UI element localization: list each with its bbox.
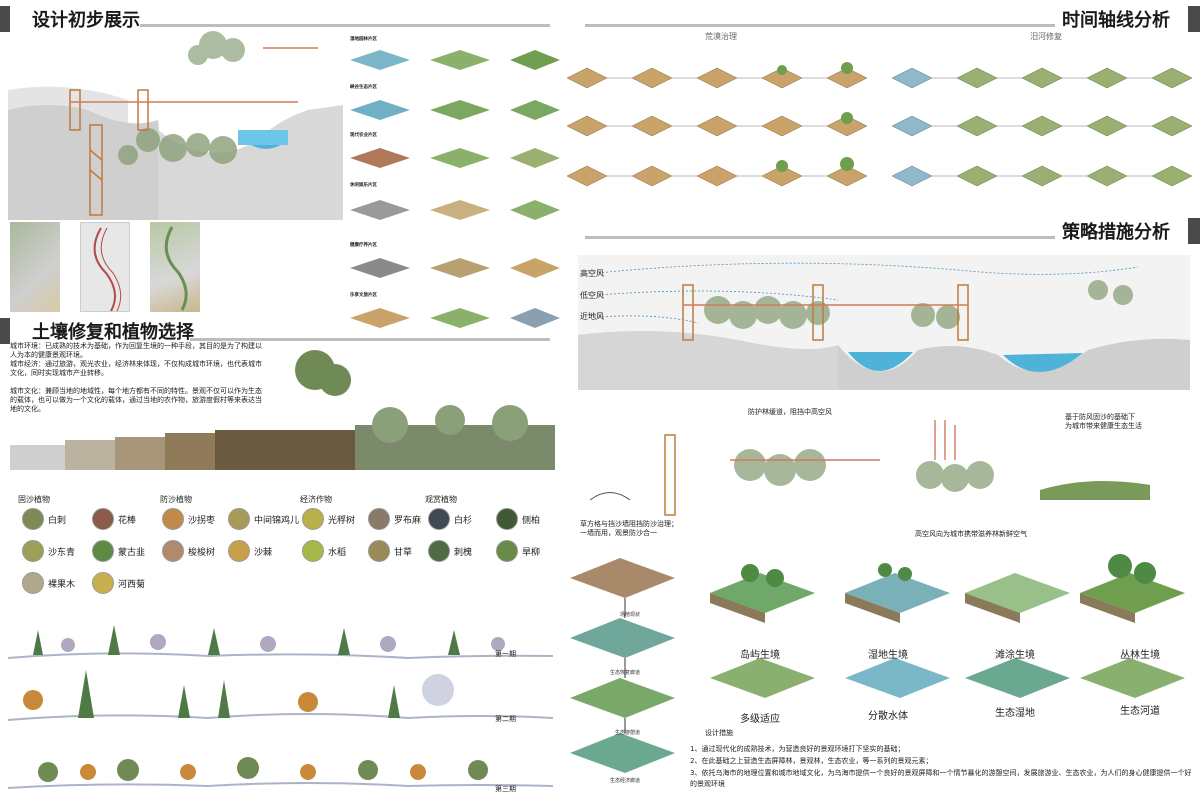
header-bar-strategy [1188, 218, 1200, 244]
stack-label-3: 生态游憩道 [615, 730, 641, 736]
habitat-label-adapt: 多级适应 [740, 714, 780, 725]
measure-item-2: 2、在此基础之上营造生态屏障林，景观林，生态农业，等一系列的景观元素； [690, 757, 933, 765]
plant-group-4: 观赏植物 [425, 495, 457, 504]
layer-stack [565, 548, 685, 793]
habitat-label-beach: 滩涂生境 [995, 650, 1035, 661]
plant-item: 旱柳 [496, 540, 540, 562]
habitat-label-island: 岛屿生境 [740, 650, 780, 661]
strategy-steps-drawing [590, 420, 1190, 520]
header-bar-timeline [1188, 6, 1200, 32]
plant-item: 白杉 [428, 508, 472, 530]
plant-group-3: 经济作物 [300, 495, 332, 504]
stack-label-2: 生态恢复廊道 [610, 670, 641, 676]
plant-item: 侧柏 [496, 508, 540, 530]
habitat-label-ecowetland: 生态湿地 [995, 708, 1035, 719]
header-rule-timeline [585, 24, 1055, 27]
plant-item: 刺槐 [428, 540, 472, 562]
caption-sand-wall: 草方格与挡沙墙阻挡防沙治理； 一墙而用，观景防沙合一 [580, 520, 678, 538]
plant-item: 中间锦鸡儿 [228, 508, 299, 530]
section-title-soil: 土壤修复和植物选择 [32, 322, 194, 343]
section-title-strategy: 策略措施分析 [1062, 222, 1170, 243]
soil-layers-drawing [10, 345, 555, 485]
habitat-blocks [700, 548, 1190, 708]
plant-item: 罗布麻 [368, 508, 421, 530]
timeline-tab-right: 汨河修复 [1030, 32, 1062, 41]
wind-high-label: 高空风 [580, 269, 604, 278]
plant-item: 白刺 [22, 508, 66, 530]
phase-label-2: 第二期 [495, 715, 516, 723]
design-section-drawing [8, 30, 343, 220]
caption-shelterbelt: 防护林缓道，阻挡中高空风 [748, 408, 832, 416]
plant-item: 沙拐枣 [162, 508, 215, 530]
plant-item: 甘草 [368, 540, 412, 562]
zone-label-5: 健康疗养片区 [350, 243, 377, 248]
zone-label-1: 湿地园林片区 [350, 37, 377, 42]
plant-item: 裸果木 [22, 572, 75, 594]
plant-item: 水稻 [302, 540, 346, 562]
header-bar-soil [0, 318, 10, 344]
timeline-diagram [562, 48, 1192, 203]
zone-label-3: 现代农业片区 [350, 133, 377, 138]
plant-item: 河西菊 [92, 572, 145, 594]
soil-text-1: 城市环境：已成熟的技术为基础，作为回复生境的一种手段，其目的是为了构建以人为本的… [10, 342, 262, 360]
plant-item: 沙东青 [22, 540, 75, 562]
plant-item: 光稃树 [302, 508, 355, 530]
timeline-tab-left: 荒漠治理 [705, 32, 737, 41]
section-title-design: 设计初步展示 [32, 10, 140, 31]
wind-low-label: 低空风 [580, 291, 604, 300]
site-map-1 [10, 222, 60, 312]
stack-label-1: 场地现状 [620, 612, 641, 618]
plant-item: 蒙古韭 [92, 540, 145, 562]
phase-rows-drawing [8, 600, 553, 795]
phase-label-3: 第三期 [495, 785, 516, 793]
plant-group-1: 固沙植物 [18, 495, 50, 504]
plant-item: 沙棘 [228, 540, 272, 562]
soil-text-2: 城市经济：通过旅游，观光农业，经济林来体现，不仅构成城市环境，也代表城市文化，同… [10, 360, 262, 378]
header-rule-design [140, 24, 550, 27]
habitat-label-river: 生态河道 [1120, 706, 1160, 717]
caption-healthy-life: 基于防风固沙的基础下 为城市带来健康生态生活 [1065, 413, 1142, 431]
zone-label-2: 峡谷生态片区 [350, 85, 377, 90]
zone-label-6: 乐享文旅片区 [350, 293, 377, 298]
strategy-section-drawing [578, 255, 1190, 390]
site-map-2 [80, 222, 130, 312]
header-rule-strategy [585, 236, 1055, 239]
zone-label-4: 休闲娱乐片区 [350, 183, 377, 188]
habitat-label-forest: 丛林生境 [1120, 650, 1160, 661]
phase-label-1: 第一期 [495, 650, 516, 658]
plant-item: 花棒 [92, 508, 136, 530]
plant-item: 梭梭树 [162, 540, 215, 562]
caption-fresh-air: 高空风向为城市携带滋养林新鲜空气 [915, 530, 1027, 538]
site-map-3 [150, 222, 200, 312]
header-rule-soil [190, 338, 550, 341]
measure-item-3: 3、依托乌海市的地理位置和城市地域文化，为乌海市提供一个良好的景观屏障和一个情节… [690, 769, 1192, 788]
habitat-label-wetland: 湿地生境 [868, 650, 908, 661]
section-title-timeline: 时间轴线分析 [1062, 10, 1170, 31]
plant-group-2: 防沙植物 [160, 495, 192, 504]
zone-blocks [350, 40, 560, 330]
stack-label-4: 生态经济廊道 [610, 778, 641, 784]
measure-item-1: 1、通过现代化的成熟技术，为营造良好的景观环境打下坚实的基础； [690, 745, 905, 753]
habitat-label-water: 分散水体 [868, 711, 908, 722]
wind-near-label: 近地风 [580, 312, 604, 321]
header-bar-design [0, 6, 10, 32]
measures-title: 设计措施 [705, 729, 733, 737]
soil-text-3: 城市文化：兼顾当地的地域性，每个地方都有不同的特性。景观不仅可以作为生态的载体，… [10, 387, 262, 414]
